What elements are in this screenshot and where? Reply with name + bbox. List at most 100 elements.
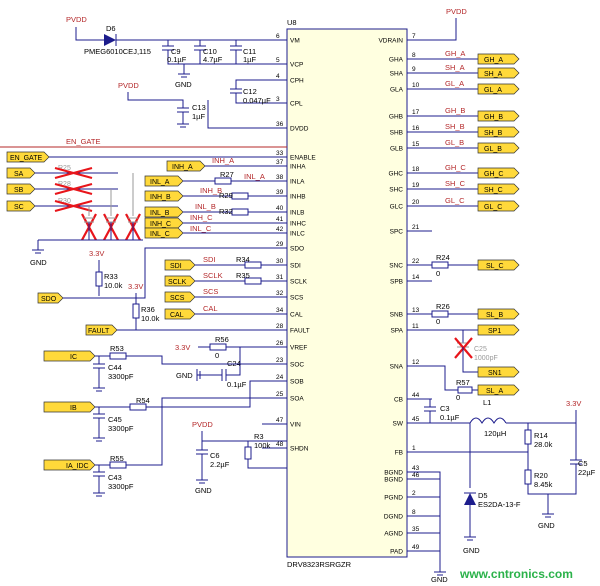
r24-val: 0	[436, 269, 440, 278]
flag-sclk[interactable]: SCLK	[164, 275, 196, 287]
r25-ref: R25	[58, 165, 71, 172]
flag-gh-b[interactable]: GH_B	[477, 110, 520, 122]
svg-text:IB: IB	[70, 405, 77, 412]
svg-text:INH_A: INH_A	[172, 164, 193, 171]
svg-text:INL_C: INL_C	[150, 231, 170, 238]
pin-name: GLC	[390, 204, 404, 211]
c5-val: 22µF	[578, 468, 596, 477]
flag-inl-a[interactable]: INL_A	[144, 175, 184, 187]
pin-name: INLA	[290, 179, 305, 186]
c45-ref: C45	[108, 415, 122, 424]
pin-number: 48	[276, 441, 284, 448]
c11-ref: C11	[243, 47, 256, 56]
flag-sl-a[interactable]: SL_A	[477, 384, 520, 396]
svg-text:INL_A: INL_A	[150, 179, 170, 186]
pin-name: INHB	[290, 194, 306, 201]
pin-name: SNC	[389, 263, 403, 270]
svg-text:GH_C: GH_C	[484, 171, 503, 178]
flag-ia-idc[interactable]: IA_IDC	[43, 459, 96, 471]
flag-gh-c[interactable]: GH_C	[477, 167, 520, 179]
flag-sdo[interactable]: SDO	[37, 292, 64, 304]
flag-inl-b[interactable]: INL_B	[144, 206, 184, 218]
flag-sn1[interactable]: SN1	[477, 366, 520, 378]
flag-gl-b[interactable]: GL_B	[477, 142, 520, 154]
net-gl-b: GL_B	[445, 138, 464, 147]
svg-text:SCLK: SCLK	[168, 279, 187, 286]
net-scs: SCS	[203, 287, 218, 296]
c12-ref: C12	[243, 87, 257, 96]
net-sh-c: SH_C	[445, 179, 466, 188]
pin-name: AGND	[384, 531, 403, 538]
pin-name: GLB	[390, 146, 403, 153]
pin-number: 18	[412, 166, 420, 173]
pin-number: 8	[412, 52, 416, 59]
flag-inh-c[interactable]: INH_C	[144, 217, 184, 229]
flag-sa[interactable]: SA	[6, 167, 36, 179]
pin-name: VM	[290, 38, 300, 45]
net-gl-c: GL_C	[445, 196, 465, 205]
d5-part: ES2DA-13-F	[478, 500, 521, 509]
net-gh-a: GH_A	[445, 49, 465, 58]
flag-sh-a[interactable]: SH_A	[477, 67, 520, 79]
net-cal: CAL	[203, 304, 218, 313]
pin-number: 35	[412, 526, 420, 533]
pin-name: SW	[393, 421, 404, 428]
pin-name: GLA	[390, 87, 404, 94]
flag-sh-b[interactable]: SH_B	[477, 126, 520, 138]
svg-text:INH_B: INH_B	[150, 194, 171, 201]
flag-gh-a[interactable]: GH_A	[477, 53, 520, 65]
flag-fault[interactable]: FAULT	[85, 324, 118, 336]
c44-ref: C44	[108, 363, 122, 372]
flag-gl-c[interactable]: GL_C	[477, 200, 520, 212]
pin-name: ENABLE	[290, 155, 316, 162]
r53-ref: R53	[110, 344, 124, 353]
flag-inh-b[interactable]: INH_B	[144, 190, 184, 202]
pin-number: 7	[412, 33, 416, 40]
flag-cal[interactable]: CAL	[164, 308, 196, 320]
flag-scs[interactable]: SCS	[164, 291, 196, 303]
r36-val: 10.0k	[141, 314, 160, 323]
c43-val: 3300pF	[108, 482, 134, 491]
svg-text:GL_A: GL_A	[484, 87, 502, 94]
flag-sc[interactable]: SC	[6, 200, 36, 212]
flag-ib[interactable]: IB	[43, 401, 96, 413]
pin-number: 14	[412, 274, 420, 281]
inductor-l1	[469, 417, 507, 424]
pin-number: 21	[412, 224, 420, 231]
flag-sb[interactable]: SB	[6, 183, 36, 195]
c12-val: 0.047µF	[243, 96, 271, 105]
c3-ref: C3	[440, 404, 450, 413]
flag-ic[interactable]: IC	[43, 350, 96, 362]
flag-sdi[interactable]: SDI	[164, 259, 196, 271]
pin-number: 42	[276, 226, 284, 233]
c24-val: 0.1µF	[227, 380, 247, 389]
r28-ref: R28	[58, 181, 71, 188]
pin-name: VCP	[290, 62, 303, 69]
power-input-section: PVDD D6 PMEG6010CEJ,115 C9 0.1µF C10 4.7…	[66, 15, 287, 129]
pin-name: SDI	[290, 263, 301, 270]
pin-number: 16	[412, 125, 420, 132]
r36-ref: R36	[141, 305, 155, 314]
v33-label-2: 3.3V	[128, 282, 143, 291]
r3-val: 100k	[254, 441, 271, 450]
pin-name: DVDD	[290, 126, 309, 133]
flag-sl-c[interactable]: SL_C	[477, 259, 520, 271]
flag-inl-c[interactable]: INL_C	[144, 227, 184, 239]
r26-val: 0	[436, 317, 440, 326]
r55-ref: R55	[110, 454, 124, 463]
pin-number: 2	[412, 490, 416, 497]
r20-val: 8.45k	[534, 480, 553, 489]
pin-number: 4	[276, 73, 280, 80]
flag-gl-a[interactable]: GL_A	[477, 83, 520, 95]
r33-ref: R33	[104, 272, 118, 281]
pin-name: SOA	[290, 396, 304, 403]
flag-en-gate[interactable]: EN_GATE	[6, 151, 50, 163]
flag-sl-b[interactable]: SL_B	[477, 308, 520, 320]
gate-input-section: EN_GATE EN_GATE SA SB SC R25 R28 R30 GND…	[0, 137, 287, 267]
flag-inh-a[interactable]: INH_A	[166, 160, 206, 172]
svg-text:SL_B: SL_B	[486, 312, 503, 319]
flag-sh-c[interactable]: SH_C	[477, 183, 520, 195]
gate-output-section: PVDD GH_A SH_A GL_A GH_B SH_B GL_B GH_C …	[407, 7, 520, 212]
svg-text:INH_C: INH_C	[150, 221, 171, 228]
flag-sp1[interactable]: SP1	[477, 324, 520, 336]
